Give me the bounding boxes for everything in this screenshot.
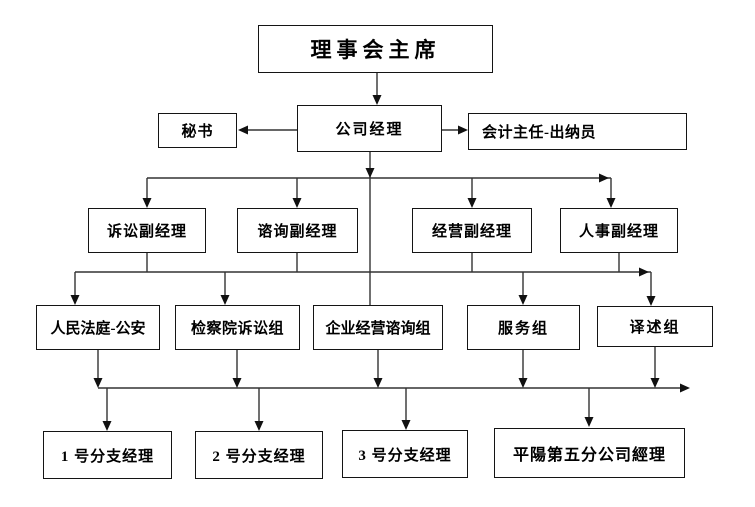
node-branch-1: 1 号分支经理	[43, 431, 172, 479]
node-chairman: 理事会主席	[258, 25, 493, 73]
node-translation-group: 译述组	[597, 306, 713, 347]
arrowheads	[70, 95, 690, 431]
node-secretary: 秘书	[158, 113, 237, 148]
node-litigation-deputy: 诉讼副经理	[88, 208, 206, 253]
node-operations-deputy: 经营副经理	[412, 208, 532, 253]
node-service-group: 服务组	[467, 305, 580, 350]
node-court-police: 人民法庭-公安	[36, 305, 160, 350]
node-enterprise-consulting-group: 企业经营谘询组	[313, 305, 443, 350]
node-chief-accountant: 会计主任-出纳员	[468, 113, 687, 150]
node-procuratorate-group: 检察院诉讼组	[175, 305, 300, 350]
node-company-manager: 公司经理	[297, 105, 442, 152]
node-hr-deputy: 人事副经理	[560, 208, 678, 253]
node-pingyang-fifth-branch: 平陽第五分公司經理	[494, 428, 685, 478]
node-branch-2: 2 号分支经理	[195, 431, 323, 479]
node-branch-3: 3 号分支经理	[342, 430, 468, 478]
node-consulting-deputy: 谘询副经理	[237, 208, 358, 253]
